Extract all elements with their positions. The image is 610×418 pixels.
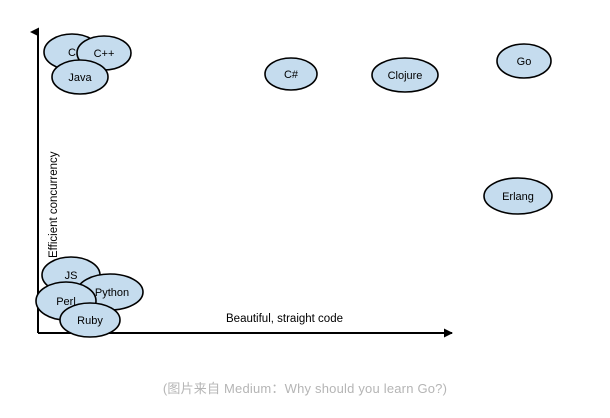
figure-caption: (图片来自 Medium：Why should you learn Go?) xyxy=(162,381,448,396)
node-go[interactable]: Go xyxy=(496,43,552,79)
node-java[interactable]: Java xyxy=(51,59,109,95)
node-label: Go xyxy=(517,56,532,68)
y-axis-title: Efficient concurrency xyxy=(48,151,60,258)
node-label: JS xyxy=(65,270,78,282)
node-erlang[interactable]: Erlang xyxy=(483,177,553,215)
node-label: C++ xyxy=(94,48,115,60)
node-ellipse xyxy=(371,57,439,93)
node-label: Ruby xyxy=(77,315,103,327)
node-ellipse xyxy=(264,57,318,91)
node-label: Clojure xyxy=(388,70,423,82)
node-label: C# xyxy=(284,69,299,81)
node-label: Python xyxy=(95,287,129,299)
node-label: Erlang xyxy=(502,191,534,203)
node-label: Java xyxy=(68,72,92,84)
node-label: Perl xyxy=(56,296,76,308)
node-label: C xyxy=(68,47,76,59)
x-axis-title: Beautiful, straight code xyxy=(226,313,343,325)
node-ruby[interactable]: Ruby xyxy=(59,302,121,338)
node-ellipse xyxy=(59,302,121,338)
node-ellipse xyxy=(51,59,109,95)
node-ellipse xyxy=(483,177,553,215)
node-ellipse xyxy=(496,43,552,79)
node-clojure[interactable]: Clojure xyxy=(371,57,439,93)
node-csharp[interactable]: C# xyxy=(264,57,318,91)
